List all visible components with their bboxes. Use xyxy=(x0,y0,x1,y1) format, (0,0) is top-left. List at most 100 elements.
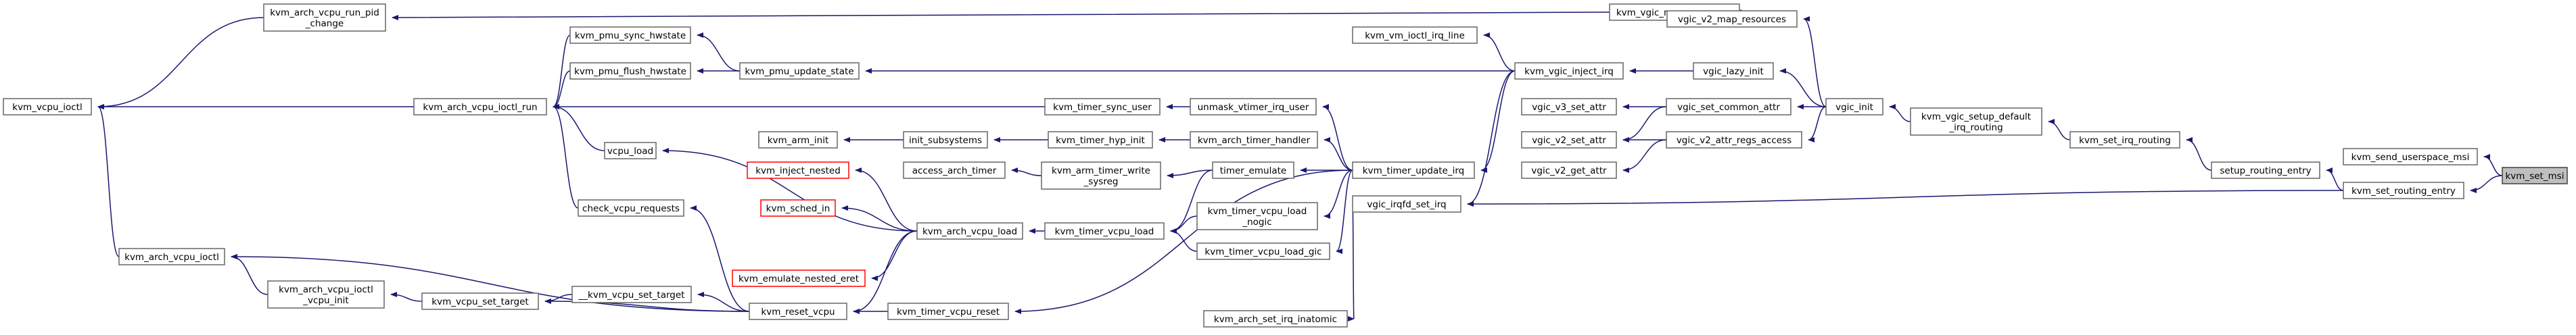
node-label: vcpu_load xyxy=(607,146,653,157)
node-vgic-set-common-attr[interactable]: vgic_set_common_attr xyxy=(1666,98,1792,115)
node-kvm-vm-ioctl-irq-line[interactable]: kvm_vm_ioctl_irq_line xyxy=(1352,26,1478,44)
node-label: kvm_sched_in xyxy=(766,203,830,214)
node-label: kvm_vgic_setup_default xyxy=(1921,111,2031,122)
call-edge-kvm-arch-vcpu-ioctl-to-kvm-vcpu-ioctl xyxy=(97,104,120,257)
node-unmask-vtimer-irq-user[interactable]: unmask_vtimer_irq_user xyxy=(1190,98,1317,115)
node-vgic-init[interactable]: vgic_init xyxy=(1825,98,1883,115)
node-label: kvm_timer_vcpu_reset xyxy=(897,307,1000,317)
node-kvm-arch-vcpu-ioctl-vcpu-init[interactable]: kvm_arch_vcpu_ioctl_vcpu_init xyxy=(267,280,385,309)
call-edge-vgic-irqfd-set-irq-to-kvm-arch-set-irq-inatomic xyxy=(1347,203,1355,321)
node-kvm-vgic-inject-irq[interactable]: kvm_vgic_inject_irq xyxy=(1514,62,1624,80)
node-kvm-sched-in[interactable]: kvm_sched_in xyxy=(760,199,836,217)
node-kvm-arch-timer-handler[interactable]: kvm_arch_timer_handler xyxy=(1190,131,1318,149)
node-vgic-v3-set-attr[interactable]: vgic_v3_set_attr xyxy=(1521,98,1617,115)
node-label: kvm_emulate_nested_eret xyxy=(739,274,859,284)
call-edge-kvm-vgic-inject-irq-to-kvm-timer-update-irq xyxy=(1480,70,1516,173)
call-edge-kvm-pmu-sync-hwstate-to-kvm-arch-vcpu-ioctl-run xyxy=(553,34,571,109)
call-edge-vgic-set-common-attr-to-vgic-v2-set-attr xyxy=(1622,106,1667,143)
node-label: __kvm_vcpu_set_target xyxy=(578,290,685,301)
node-vgic-irqfd-set-irq[interactable]: vgic_irqfd_set_irq xyxy=(1352,195,1461,213)
call-edge-kvm-timer-update-irq-to-unmask-vtimer-irq-user xyxy=(1322,104,1353,171)
node-label: kvm_arch_vcpu_ioctl xyxy=(124,252,219,263)
node-kvm-emulate-nested-eret[interactable]: kvm_emulate_nested_eret xyxy=(732,269,866,287)
node-vgic-v2-attr-regs-access[interactable]: vgic_v2_attr_regs_access xyxy=(1666,131,1802,149)
node-kvm-vcpu-set-target[interactable]: kvm_vcpu_set_target xyxy=(421,292,539,310)
call-edge-kvm-arch-vcpu-load-to-vcpu-load xyxy=(662,148,918,232)
call-edge-kvm-arch-vcpu-load-to-kvm-inject-nested xyxy=(855,168,918,232)
node-setup-routing-entry[interactable]: setup_routing_entry xyxy=(2211,161,2320,179)
call-edge-kvm-arch-vcpu-load-to-kvm-sched-in xyxy=(841,205,918,232)
node-kvm-set-msi[interactable]: kvm_set_msi xyxy=(2502,167,2568,184)
node-kvm-inject-nested[interactable]: kvm_inject_nested xyxy=(747,161,849,179)
node-kvm-vgic-setup-default-irq-routing[interactable]: kvm_vgic_setup_default_irq_routing xyxy=(1910,107,2042,136)
node-label: access_arch_timer xyxy=(912,165,997,176)
node-kvm-pmu-sync-hwstate[interactable]: kvm_pmu_sync_hwstate xyxy=(569,26,691,44)
node-check-vcpu-requests[interactable]: check_vcpu_requests xyxy=(578,199,684,217)
node-access-arch-timer[interactable]: access_arch_timer xyxy=(903,161,1006,179)
node-vgic-v2-get-attr[interactable]: vgic_v2_get_attr xyxy=(1521,161,1617,179)
node-kvm-send-userspace-msi[interactable]: kvm_send_userspace_msi xyxy=(2343,148,2478,165)
node-init-subsystems[interactable]: init_subsystems xyxy=(903,131,988,149)
call-edge-timer-emulate-to-kvm-timer-vcpu-load xyxy=(1170,170,1213,234)
node-label: kvm_arch_vcpu_ioctl xyxy=(279,284,373,295)
node-kvm-pmu-update-state[interactable]: kvm_pmu_update_state xyxy=(739,62,860,80)
call-edge-vgic-init-to-vgic-v2-attr-regs-access xyxy=(1808,106,1827,143)
node-label: kvm_arm_timer_write xyxy=(1052,165,1150,176)
node-kvm-timer-vcpu-load-nogic[interactable]: kvm_timer_vcpu_load_nogic xyxy=(1196,202,1318,230)
call-edge-kvm-arm-timer-write-sysreg-to-access-arch-timer xyxy=(1011,168,1042,176)
node-label: _vcpu_init xyxy=(302,295,348,306)
call-edge-check-vcpu-requests-to-kvm-arch-vcpu-ioctl-run xyxy=(553,104,579,209)
node-label: kvm_send_userspace_msi xyxy=(2351,152,2470,163)
node-kvm-arch-set-irq-inatomic[interactable]: kvm_arch_set_irq_inatomic xyxy=(1203,310,1348,328)
node-kvm-pmu-flush-hwstate[interactable]: kvm_pmu_flush_hwstate xyxy=(569,62,691,80)
node-vgic-v2-set-attr[interactable]: vgic_v2_set_attr xyxy=(1521,131,1617,149)
call-edge-vgic-init-to-vgic-v2-map-resources xyxy=(1803,16,1827,107)
node-label: kvm_timer_sync_user xyxy=(1053,102,1152,113)
node-kvm-timer-update-irq[interactable]: kvm_timer_update_irq xyxy=(1352,161,1475,179)
node-kvm-set-routing-entry[interactable]: kvm_set_routing_entry xyxy=(2343,182,2464,199)
node-kvm-arch-vcpu-run-pid-change[interactable]: kvm_arch_vcpu_run_pid_change xyxy=(263,3,386,32)
node-label: kvm_pmu_update_state xyxy=(745,66,853,77)
call-edge-kvm-set-irq-routing-to-kvm-vgic-setup-default-irq-routing xyxy=(2048,119,2071,140)
node-vgic-lazy-init[interactable]: vgic_lazy_init xyxy=(1693,62,1774,80)
node-label: kvm_arm_init xyxy=(768,135,829,146)
node-label: kvm_vgic_inject_irq xyxy=(1524,66,1614,77)
node-vcpu-load[interactable]: vcpu_load xyxy=(604,142,657,159)
call-edge-kvm-arch-vcpu-load-to-kvm-reset-vcpu xyxy=(853,230,918,314)
node-kvm-timer-vcpu-load-gic[interactable]: kvm_timer_vcpu_load_gic xyxy=(1196,242,1330,260)
node-label: _sysreg xyxy=(1083,176,1119,187)
node-label: kvm_timer_vcpu_load xyxy=(1055,226,1154,237)
node-timer-emulate[interactable]: timer_emulate xyxy=(1212,161,1294,179)
node-label: vgic_v2_get_attr xyxy=(1531,165,1607,176)
call-edge-kvm-arch-vcpu-run-pid-change-to-kvm-vcpu-ioctl xyxy=(97,17,264,109)
node-kvm-timer-sync-user[interactable]: kvm_timer_sync_user xyxy=(1044,98,1161,115)
call-edge-kvm-arch-vcpu-ioctl-vcpu-init-to-kvm-arch-vcpu-ioctl xyxy=(231,254,268,295)
node-kvm-arch-vcpu-load[interactable]: kvm_arch_vcpu_load xyxy=(916,222,1023,240)
node-kvm-arch-vcpu-ioctl-run[interactable]: kvm_arch_vcpu_ioctl_run xyxy=(413,98,547,115)
node-kvm-set-irq-routing[interactable]: kvm_set_irq_routing xyxy=(2069,131,2180,149)
call-edge-kvm-timer-update-irq-to-kvm-timer-vcpu-reset xyxy=(1014,170,1353,314)
node-label: kvm_arch_vcpu_load xyxy=(922,226,1017,237)
node-kvm-timer-vcpu-reset[interactable]: kvm_timer_vcpu_reset xyxy=(887,303,1009,320)
node-kvm-arm-init[interactable]: kvm_arm_init xyxy=(758,131,838,149)
node-label: kvm_set_irq_routing xyxy=(2079,135,2171,146)
node-label: kvm_vm_ioctl_irq_line xyxy=(1365,30,1465,41)
node-vgic-v2-map-resources[interactable]: vgic_v2_map_resources xyxy=(1666,10,1798,28)
call-edge-kvm-set-routing-entry-to-setup-routing-entry xyxy=(2326,168,2344,191)
node-kvm-timer-vcpu-load[interactable]: kvm_timer_vcpu_load xyxy=(1044,222,1165,240)
node-label: kvm_set_routing_entry xyxy=(2351,186,2456,197)
call-edge-kvm-arch-vcpu-load-to-kvm-emulate-nested-eret xyxy=(871,230,918,281)
call-edge-kvm-vgic-map-resources-to-kvm-arch-vcpu-run-pid-change xyxy=(392,11,1610,20)
node-label: kvm_arch_set_irq_inatomic xyxy=(1214,314,1337,325)
node-kvm-timer-hyp-init[interactable]: kvm_timer_hyp_init xyxy=(1048,131,1153,149)
node-kvm-arch-vcpu-ioctl[interactable]: kvm_arch_vcpu_ioctl xyxy=(118,248,225,265)
node-kvm-vcpu-ioctl[interactable]: kvm_vcpu_ioctl xyxy=(3,98,92,115)
node-kvm-reset-vcpu[interactable]: kvm_reset_vcpu xyxy=(749,303,847,320)
call-edge-vcpu-load-to-kvm-arch-vcpu-ioctl-run xyxy=(553,104,605,151)
node-label: kvm_reset_vcpu xyxy=(761,307,835,317)
node---kvm-vcpu-set-target[interactable]: __kvm_vcpu_set_target xyxy=(571,286,692,303)
node-label: vgic_v2_attr_regs_access xyxy=(1677,135,1792,146)
node-label: kvm_arch_timer_handler xyxy=(1198,135,1311,146)
node-kvm-arm-timer-write-sysreg[interactable]: kvm_arm_timer_write_sysreg xyxy=(1041,161,1161,190)
